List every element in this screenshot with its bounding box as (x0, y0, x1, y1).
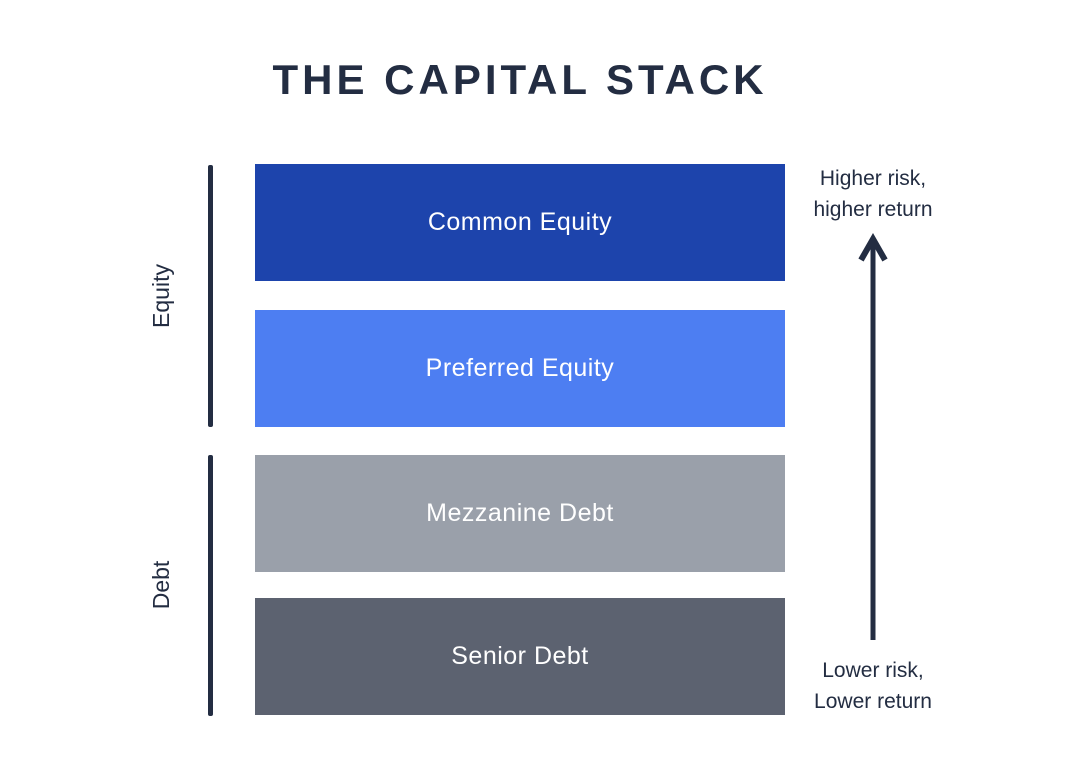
risk-annotation-top: Higher risk, higher return (753, 163, 993, 225)
equity-group-label: Equity (148, 264, 174, 328)
layer-bar-mezzanine-debt: Mezzanine Debt (255, 455, 785, 572)
risk-annotation-top-line2: higher return (813, 198, 933, 221)
equity-bracket-line (208, 165, 213, 427)
page-title: THE CAPITAL STACK (272, 56, 768, 103)
layer-label: Preferred Equity (425, 354, 615, 382)
risk-annotation-bottom-line2: Lower return (814, 690, 932, 713)
debt-bracket-line (208, 455, 213, 716)
risk-annotation-top-line1: Higher risk, (819, 167, 927, 190)
risk-direction-arrow-icon (858, 232, 888, 640)
layer-bar-senior-debt: Senior Debt (255, 598, 785, 715)
debt-group-label: Debt (148, 560, 174, 610)
layer-label: Senior Debt (451, 642, 589, 670)
layer-label: Common Equity (427, 208, 613, 236)
layer-label: Mezzanine Debt (426, 499, 614, 527)
arrow-head (858, 232, 888, 262)
layer-bar-preferred-equity: Preferred Equity (255, 310, 785, 427)
risk-annotation-bottom: Lower risk, Lower return (753, 655, 993, 717)
layer-bar-common-equity: Common Equity (255, 164, 785, 281)
risk-annotation-bottom-line1: Lower risk, (822, 659, 924, 682)
